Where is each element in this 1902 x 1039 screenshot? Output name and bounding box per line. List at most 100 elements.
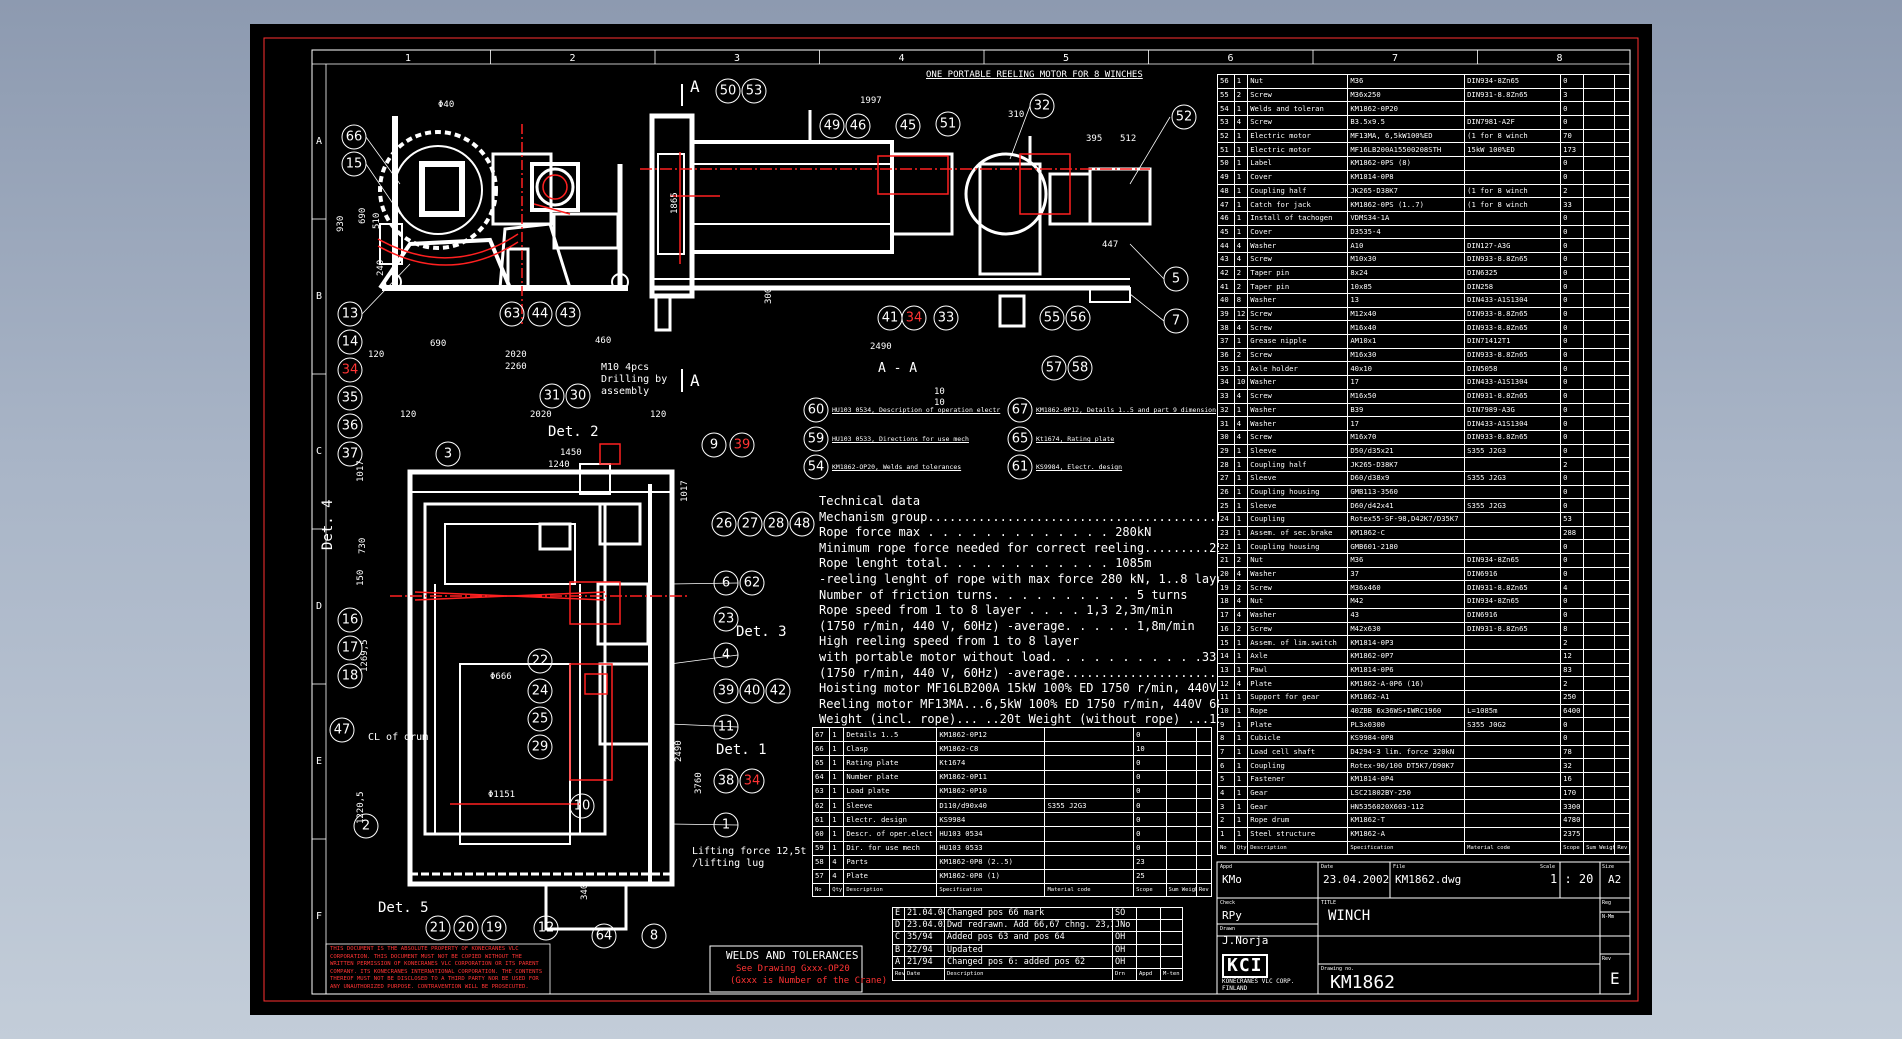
svg-text:54: 54 bbox=[808, 460, 825, 475]
balloon-13: 13 bbox=[337, 301, 363, 327]
balloon-15: 15 bbox=[341, 151, 367, 177]
dimension-d3760: 3760 bbox=[694, 772, 704, 794]
check-label: Check bbox=[1220, 900, 1236, 906]
technical-line: Weight (incl. rope)... ..20t Weight (wit… bbox=[819, 712, 1219, 727]
detail-5-label: Det. 5 bbox=[378, 900, 429, 916]
grid-col-5: 5 bbox=[1063, 53, 1069, 64]
dimension-d730: 730 bbox=[358, 537, 368, 554]
svg-text:55: 55 bbox=[1044, 311, 1061, 326]
company-logo: KCI bbox=[1222, 954, 1268, 978]
reference-note-54: KM1862-OP20, Welds and tolerances bbox=[832, 463, 962, 471]
balloon-14: 14 bbox=[337, 329, 363, 355]
company-line-1: KONECRANES VLC CORP. bbox=[1222, 978, 1295, 985]
welds-line-2: (Gxxx is Number of the Crane) bbox=[730, 976, 888, 986]
balloon-30: 30 bbox=[565, 383, 591, 409]
file-label: File bbox=[1393, 864, 1406, 870]
svg-text:56: 56 bbox=[1070, 311, 1087, 326]
balloon-42: 42 bbox=[765, 678, 791, 704]
technical-line: (1750 r/min, 440 V, 60Hz) -average. . . … bbox=[819, 618, 1195, 633]
disclaimer-line: THEREOF MUST NOT BE DISCLOSED TO A THIRD… bbox=[330, 976, 539, 983]
dimension-d300: 300 bbox=[764, 287, 774, 304]
dimension-d460: 460 bbox=[595, 336, 612, 346]
dimension-d1017b: 1017 bbox=[680, 480, 690, 502]
balloon-25: 25 bbox=[527, 706, 553, 732]
technical-line: Minimum rope force needed for correct re… bbox=[819, 540, 1219, 555]
svg-text:39: 39 bbox=[734, 438, 751, 453]
svg-text:47: 47 bbox=[334, 723, 351, 738]
balloon-34-alt: 34 bbox=[739, 768, 765, 794]
svg-text:10: 10 bbox=[574, 799, 591, 814]
grid-row-B: B bbox=[316, 291, 322, 302]
svg-text:11: 11 bbox=[718, 720, 735, 735]
svg-text:48: 48 bbox=[794, 517, 811, 532]
svg-text:36: 36 bbox=[342, 419, 359, 434]
drawing-no-value: KM1862 bbox=[1330, 972, 1396, 993]
technical-line: Number of friction turns. . . . . . . . … bbox=[819, 587, 1188, 602]
svg-text:12: 12 bbox=[538, 921, 555, 936]
balloon-59: 59 bbox=[803, 426, 829, 452]
svg-text:66: 66 bbox=[346, 130, 363, 145]
dimension-d120: 120 bbox=[368, 350, 385, 360]
cl-note: CL of drum bbox=[368, 732, 429, 743]
balloon-16: 16 bbox=[337, 607, 363, 633]
dimension-d510: 510 bbox=[372, 212, 382, 229]
disclaimer: THIS DOCUMENT IS THE ABSOLUTE PROPERTY O… bbox=[330, 946, 542, 992]
balloon-60: 60 bbox=[803, 397, 829, 423]
detail-3-label: Det. 3 bbox=[736, 624, 787, 640]
size-value: A2 bbox=[1608, 873, 1622, 886]
balloon-5: 5 bbox=[1163, 266, 1189, 292]
side-view-highlights bbox=[377, 124, 571, 324]
svg-text:60: 60 bbox=[808, 403, 825, 418]
grid-row-F: F bbox=[316, 911, 322, 922]
dimension-d1450: 1450 bbox=[560, 448, 582, 458]
svg-text:62: 62 bbox=[744, 576, 761, 591]
technical-line: Hoisting motor MF16LB200A 15kW 100% ED 1… bbox=[819, 681, 1219, 696]
svg-text:34: 34 bbox=[744, 774, 761, 789]
drilling-note-3: assembly bbox=[601, 386, 650, 397]
disclaimer-line: CORPORATION. THIS DOCUMENT MUST NOT BE C… bbox=[330, 953, 522, 960]
svg-text:63: 63 bbox=[504, 307, 521, 322]
balloon-26: 26 bbox=[711, 511, 737, 537]
size-label: Size bbox=[1602, 864, 1615, 870]
balloon-45: 45 bbox=[895, 113, 921, 139]
grid-col-3: 3 bbox=[734, 53, 740, 64]
plan-view-highlights bbox=[390, 443, 690, 805]
file-value: KM1862.dwg bbox=[1395, 873, 1462, 886]
balloon-56: 56 bbox=[1065, 305, 1091, 331]
leader-lines bbox=[361, 105, 1171, 826]
drilling-note-2: Drilling by bbox=[601, 374, 668, 385]
appd-label: Appd bbox=[1220, 864, 1233, 870]
svg-text:46: 46 bbox=[850, 119, 867, 134]
svg-text:65: 65 bbox=[1012, 432, 1029, 447]
svg-text:20: 20 bbox=[458, 921, 475, 936]
